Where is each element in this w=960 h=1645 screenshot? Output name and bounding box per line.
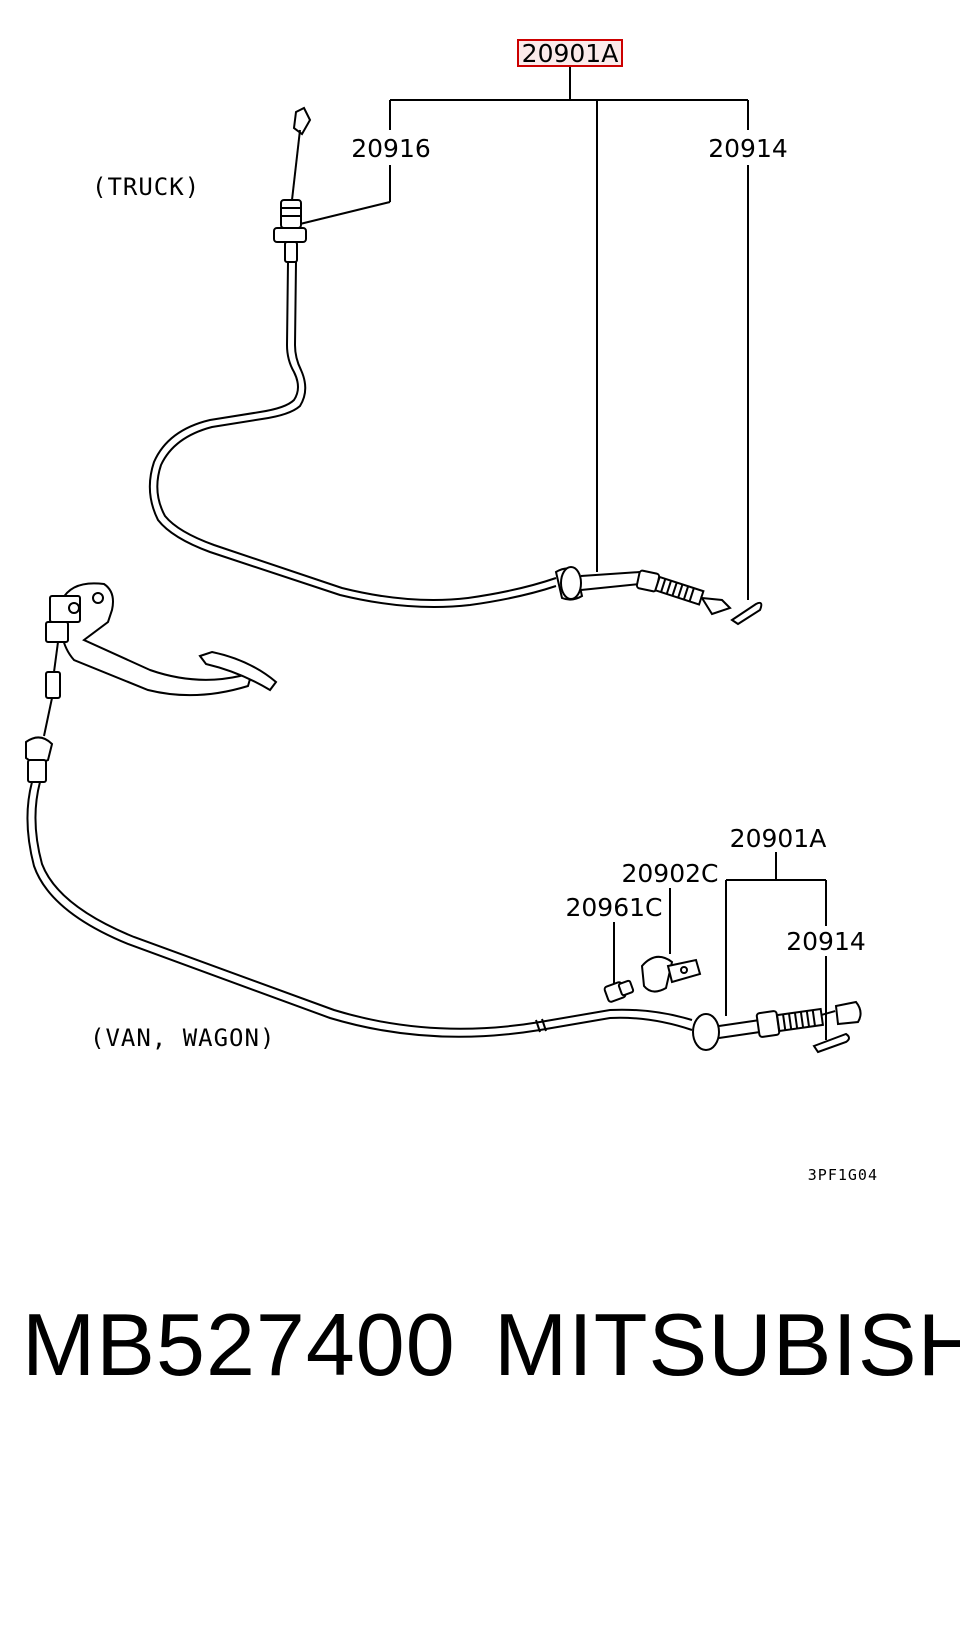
highlighted-callout-box[interactable]	[517, 39, 623, 67]
variant-label-truck: (TRUCK)	[92, 173, 200, 201]
truck-clutch-cable	[148, 106, 732, 616]
brand-name: MITSUBISHI	[494, 1295, 960, 1394]
cotter-pin-bottom	[812, 1032, 850, 1054]
bolt-20961c	[603, 979, 635, 1003]
clamp-20902c	[640, 955, 702, 993]
callout-20901a-bottom[interactable]: 20901A	[730, 824, 827, 853]
figure-code: 3PF1G04	[808, 1166, 878, 1184]
callout-20914-bottom[interactable]: 20914	[786, 927, 866, 956]
leader-lines-top	[299, 67, 749, 600]
callout-20914-top[interactable]: 20914	[708, 134, 788, 163]
clutch-pedal	[43, 582, 278, 737]
leader-lines-bottom	[613, 852, 827, 1040]
parts-diagram: 20901A 20916 20914 (TRUCK)	[25, 39, 878, 1184]
cotter-pin-top	[730, 601, 763, 626]
callout-20902c[interactable]: 20902C	[622, 859, 719, 888]
callout-20901a-top[interactable]: 20901A	[522, 39, 619, 68]
callout-20961c[interactable]: 20961C	[566, 893, 663, 922]
variant-label-van-wagon: (VAN, WAGON)	[90, 1024, 275, 1052]
van-wagon-clutch-cable	[25, 736, 862, 1051]
callout-20916[interactable]: 20916	[351, 134, 431, 163]
footer-caption: MB527400 MITSUBISHI	[0, 1285, 960, 1405]
part-number: MB527400	[22, 1295, 456, 1394]
